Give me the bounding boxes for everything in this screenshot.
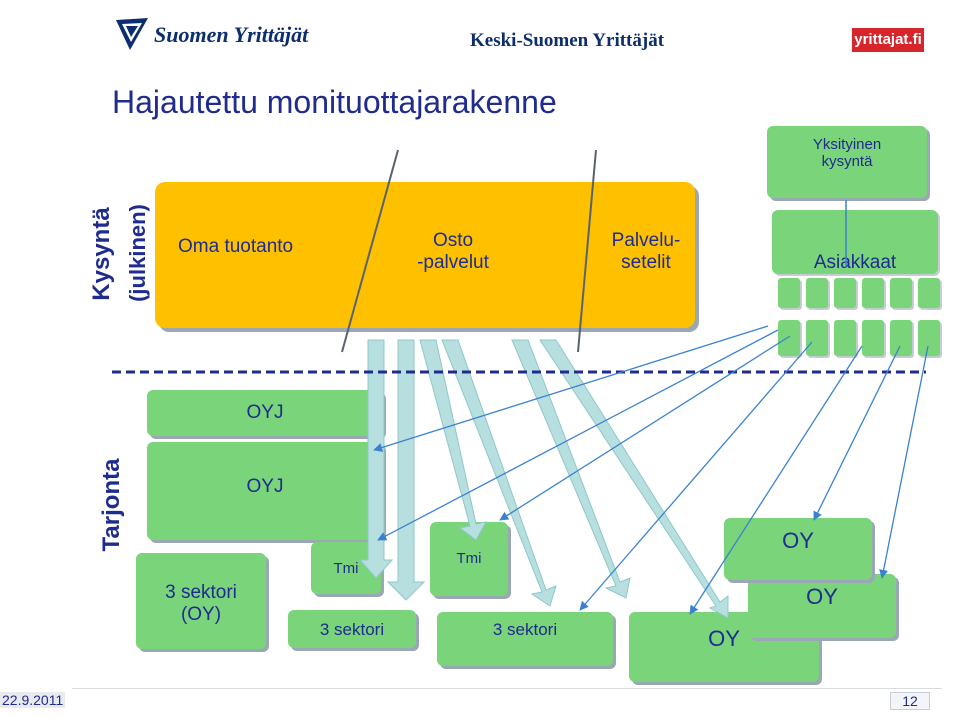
footer-date: 22.9.2011 (0, 692, 66, 708)
customer-cell (806, 320, 828, 356)
customer-cell (778, 320, 800, 356)
voucher-line2: setelit (621, 252, 671, 273)
public-demand-box (155, 182, 695, 328)
flow-arrow-2 (386, 339, 426, 601)
choice-line-6 (813, 345, 901, 521)
own-production-label: Oma tuotanto (178, 236, 294, 257)
private-line2: kysyntä (821, 153, 873, 170)
voucher-line1: Palvelu- (611, 230, 681, 251)
customer-cell (918, 320, 940, 356)
voucher-line-2 (577, 149, 597, 353)
purchase-services-label: Osto -palvelut (408, 230, 498, 274)
private-line1: Yksityinen (812, 136, 882, 153)
oyj-label-1: OYJ (246, 402, 284, 423)
purchase-line1: Osto (432, 230, 474, 251)
oy-box-3 (724, 518, 872, 580)
flow-arrow-5 (511, 339, 631, 599)
customer-cell (890, 278, 912, 308)
flow-arrow-4 (441, 339, 557, 607)
flow-arrow-3 (419, 339, 487, 541)
customer-cell (862, 320, 884, 356)
service-voucher-label: Palvelu- setelit (598, 230, 694, 274)
oy-label-1: OY (708, 626, 740, 651)
oy-label-3: OY (782, 528, 814, 553)
private-demand-box (767, 126, 927, 198)
oy-label-2: OY (806, 584, 838, 609)
choice-line-4 (579, 341, 813, 611)
customer-cell (834, 320, 856, 356)
page-number: 12 (890, 692, 930, 710)
customer-cell (806, 278, 828, 308)
oyj-label-2: OYJ (246, 476, 284, 497)
tmi-label-2: Tmi (456, 550, 482, 567)
choice-line-2 (377, 329, 779, 541)
oy-box-2 (748, 574, 896, 638)
service-flow-arrows (358, 339, 729, 619)
third-sector-oy-label: 3 sektori (OY) (136, 582, 266, 626)
oyj-box-1 (147, 390, 383, 436)
third-sector-oy-box (136, 553, 266, 649)
choice-line-3 (499, 335, 791, 521)
yrittajat-fi-logo: yrittajat.fi (852, 28, 924, 52)
customers-label: Asiakkaat (813, 252, 897, 273)
voucher-lines (341, 149, 597, 353)
third-sector-label-1: 3 sektori (319, 620, 385, 639)
voucher-line-1 (341, 149, 399, 353)
customer-choice-lines (373, 325, 929, 615)
purchase-line2: -palvelut (417, 252, 489, 273)
customer-cell (918, 278, 940, 308)
choice-line-7 (879, 345, 929, 579)
customer-cell (890, 320, 912, 356)
customer-cell (778, 278, 800, 308)
third-sector-oy-line2: (OY) (180, 604, 222, 625)
suomen-yrittajat-logo: Suomen Yrittäjät (112, 14, 308, 56)
logo-emblem-icon (116, 18, 148, 50)
customer-cell (862, 278, 884, 308)
flow-arrow-6 (539, 339, 729, 619)
third-sector-oy-line1: 3 sektori (165, 582, 237, 603)
third-sector-box-1 (288, 610, 416, 648)
oyj-box-2 (147, 442, 383, 540)
customer-cell (834, 278, 856, 308)
third-sector-label-2: 3 sektori (492, 620, 558, 639)
customers-box (772, 210, 938, 274)
choice-line-5 (689, 345, 863, 615)
tmi-label-1: Tmi (333, 560, 359, 577)
footer-bar (72, 688, 942, 715)
flow-arrow-1 (358, 339, 394, 579)
page-title: Hajautettu monituottajarakenne (112, 84, 557, 120)
choice-line-1 (373, 325, 769, 452)
logo-left-text: Suomen Yrittäjät (154, 22, 309, 47)
header-organization: Keski-Suomen Yrittäjät (470, 30, 665, 51)
third-sector-box-2 (437, 612, 613, 666)
private-demand-label: Yksityinen kysyntä (767, 136, 927, 170)
